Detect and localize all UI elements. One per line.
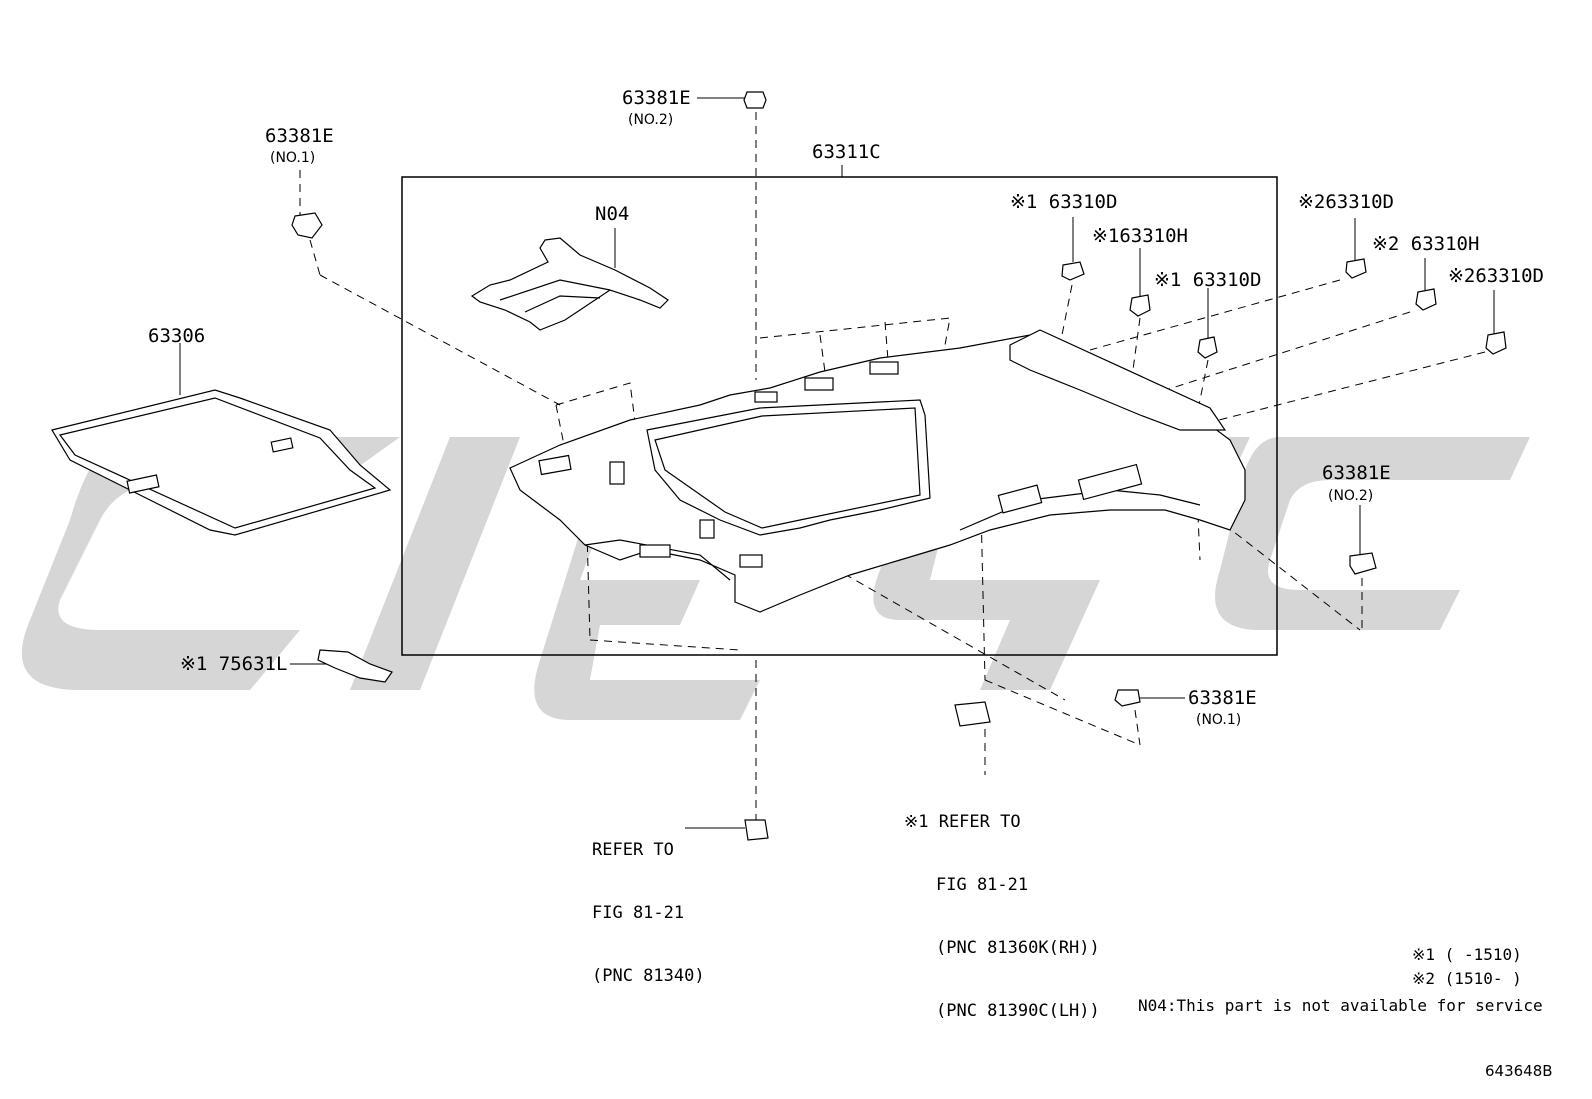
diagram-id: 643648B <box>1485 1062 1553 1080</box>
label-s2-63310d-b[interactable]: ※263310D <box>1448 265 1544 287</box>
label-s1-63310d-b[interactable]: ※1 63310D <box>1154 269 1262 291</box>
part-75631l <box>317 649 393 683</box>
refer-to-block-right: ※1 REFER TO FIG 81-21 (PNC 81360K(RH)) (… <box>904 770 1100 1043</box>
legend-n04-note: N04:This part is not available for servi… <box>1138 996 1543 1015</box>
part-63306-panel <box>51 389 392 536</box>
label-63381e-left[interactable]: 63381E <box>265 125 334 147</box>
refer-line-3: (PNC 81360K(RH)) <box>936 938 1100 958</box>
label-n04[interactable]: N04 <box>595 203 630 225</box>
label-63306[interactable]: 63306 <box>148 325 206 347</box>
lamp-81340 <box>744 819 769 841</box>
legend-note-1: ※1 ( -1510) <box>1412 945 1522 964</box>
clip-63381e-left <box>291 212 323 239</box>
label-63381e-bottom-sub: (NO.1) <box>1196 712 1242 728</box>
label-63311c[interactable]: 63311C <box>812 141 881 163</box>
clip-63381e-right <box>1349 552 1377 575</box>
refer-line-3: (PNC 81340) <box>592 966 705 986</box>
label-63381e-top-sub: (NO.2) <box>628 112 674 128</box>
refer-line-4: (PNC 81390C(LH)) <box>936 1001 1100 1021</box>
refer-line-2[interactable]: FIG 81-21 <box>592 903 685 923</box>
clip-63310-set <box>1061 258 1507 359</box>
solid-leaders <box>179 97 1495 829</box>
refer-line-2[interactable]: FIG 81-21 <box>936 875 1029 895</box>
label-63381e-left-sub: (NO.1) <box>270 150 316 166</box>
refer-line-1: ※1 REFER TO <box>904 812 1021 832</box>
clip-63381e-top <box>743 91 767 109</box>
label-s2-63310d-a[interactable]: ※263310D <box>1298 191 1394 213</box>
label-63381e-bottom[interactable]: 63381E <box>1188 687 1257 709</box>
label-s2-63310h[interactable]: ※2 63310H <box>1372 233 1480 255</box>
label-63381e-top[interactable]: 63381E <box>622 87 691 109</box>
label-63381e-right[interactable]: 63381E <box>1322 462 1391 484</box>
lamp-81360k <box>954 701 991 727</box>
assembly-frame <box>401 176 1278 656</box>
refer-to-block-left: REFER TO FIG 81-21 (PNC 81340) <box>592 798 705 1008</box>
legend-note-2: ※2 (1510- ) <box>1412 969 1522 988</box>
label-s1-63310d-a[interactable]: ※1 63310D <box>1010 191 1118 213</box>
label-63381e-right-sub: (NO.2) <box>1328 488 1374 504</box>
clip-63381e-bottom <box>1114 689 1141 707</box>
part-n04-bracket <box>470 237 669 331</box>
refer-line-1: REFER TO <box>592 840 674 860</box>
label-s1-75631l[interactable]: ※1 75631L <box>180 653 288 675</box>
part-63311c-headliner <box>509 329 1246 613</box>
label-s1-63310h[interactable]: ※163310H <box>1092 225 1188 247</box>
